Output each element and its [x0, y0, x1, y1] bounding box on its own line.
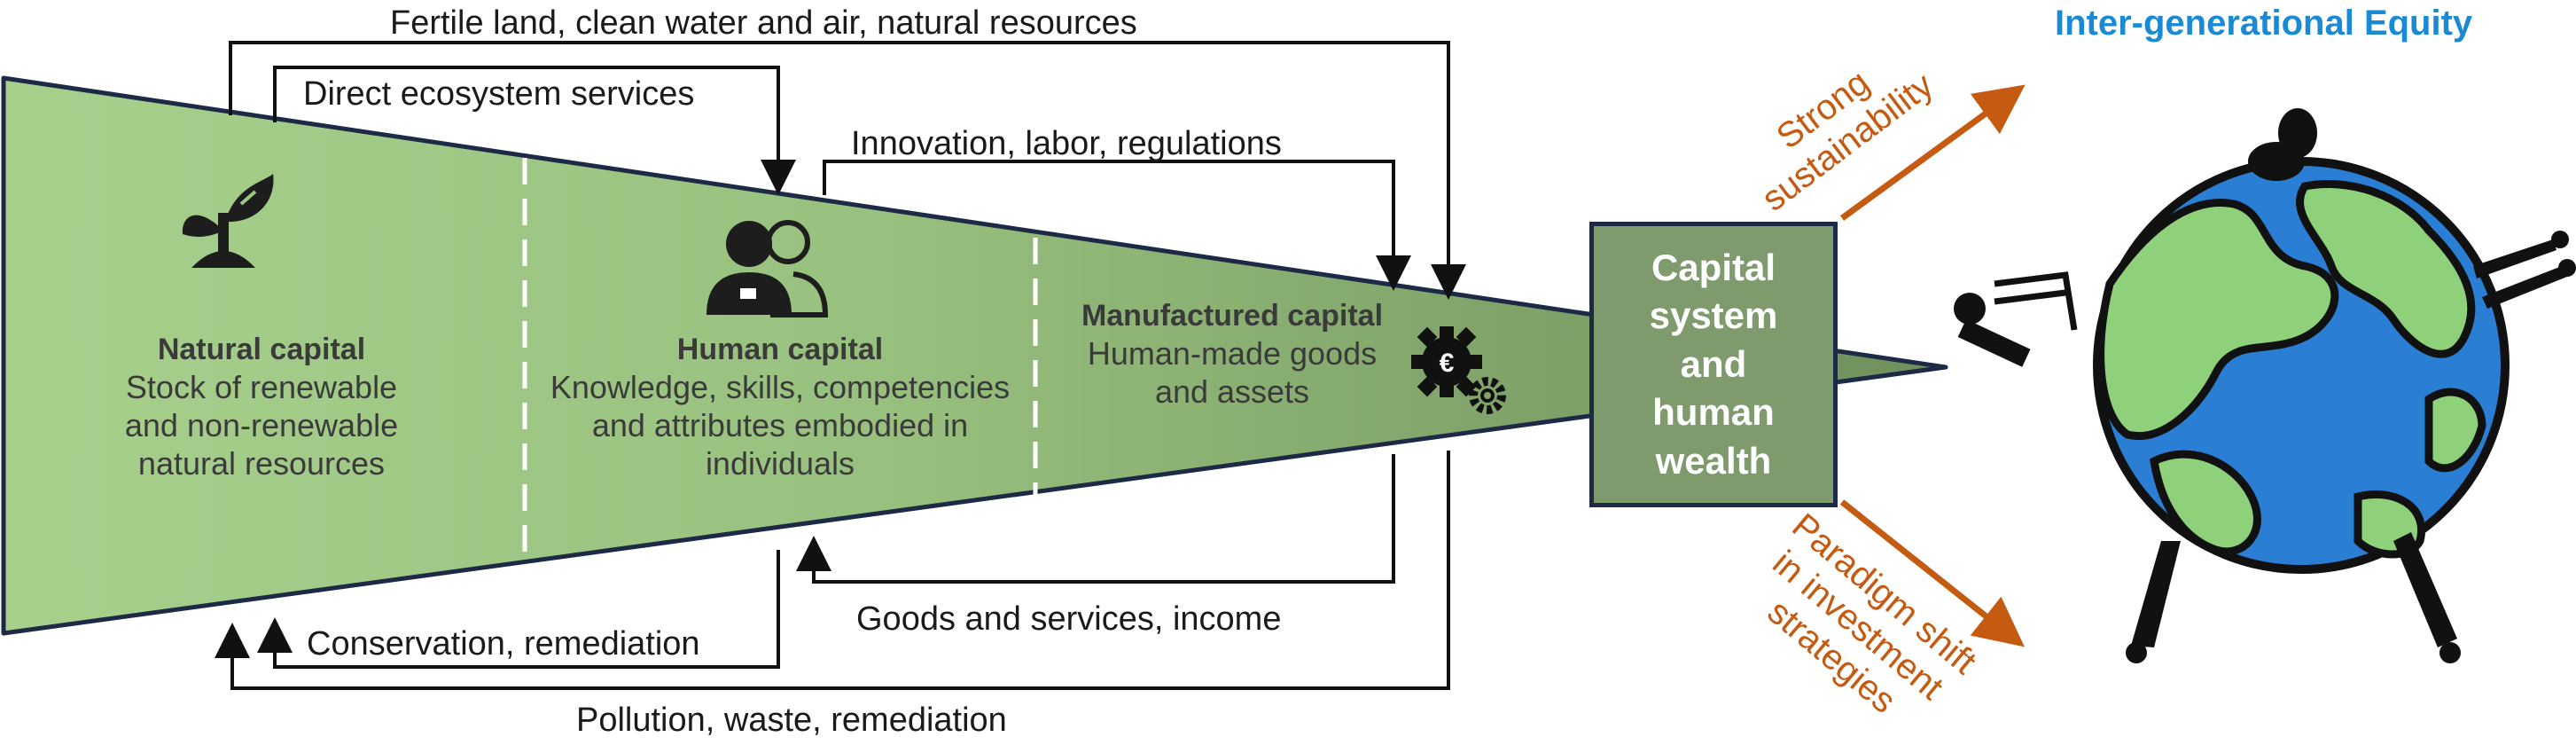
manufactured-capital-desc-2: and assets: [1154, 372, 1310, 410]
human-capital-desc-1: Knowledge, skills, competencies: [550, 368, 1011, 405]
natural-capital-desc-2: and non-renewable: [124, 406, 399, 443]
flow-pollution-arrow: [215, 451, 1450, 690]
human-capital-desc-2: and attributes embodied in: [591, 406, 969, 443]
svg-text:€: €: [1440, 349, 1455, 378]
manufactured-capital-block: Manufactured capital Human-made goods an…: [1055, 298, 1409, 411]
earth-globe-icon: [2093, 157, 2510, 574]
capital-system-box: Capital system and human wealth: [1589, 222, 1838, 507]
flow-conservation-label: Conservation, remediation: [307, 625, 700, 663]
euro-gear-icon: €: [1411, 326, 1506, 414]
page-title: Inter-generational Equity: [2055, 4, 2473, 43]
flow-goods-arrow: [796, 454, 1395, 584]
paradigm-shift-arrow: [1839, 499, 2025, 647]
walking-people-icon: [2126, 532, 2461, 663]
flow-fertile-label: Fertile land, clean water and air, natur…: [390, 4, 1137, 42]
walking-people-icon: [2473, 231, 2576, 309]
flow-direct-label: Direct ecosystem services: [303, 75, 695, 113]
flow-direct-arrow: [273, 66, 796, 195]
flow-pollution-label: Pollution, waste, remediation: [576, 702, 1007, 739]
natural-capital-desc-3: natural resources: [137, 445, 386, 482]
human-capital-desc-3: individuals: [705, 445, 855, 482]
human-capital-title: Human capital: [676, 333, 884, 366]
flow-conservation-arrow: [257, 550, 780, 669]
flow-goods-label: Goods and services, income: [856, 600, 1282, 638]
elderly-walker-icon: [1954, 271, 2078, 367]
strong-sustainability-arrow: [1839, 84, 2026, 221]
flow-innovation-label: Innovation, labor, regulations: [851, 125, 1282, 162]
human-capital-block: Human capital Knowledge, skills, compete…: [525, 332, 1035, 482]
flow-innovation-arrow: [823, 160, 1411, 291]
natural-capital-block: Natural capital Stock of renewable and n…: [80, 332, 443, 482]
people-icon: [706, 220, 829, 318]
manufactured-capital-desc-1: Human-made goods: [1087, 334, 1378, 372]
seedling-icon: [182, 174, 274, 268]
fetus-icon: [2248, 108, 2317, 181]
natural-capital-title: Natural capital: [157, 333, 366, 366]
flow-fertile-arrow: [229, 41, 1466, 300]
capital-wedge: [1, 75, 1948, 636]
manufactured-capital-title: Manufactured capital: [1081, 299, 1384, 333]
natural-capital-desc-1: Stock of renewable: [125, 368, 398, 405]
